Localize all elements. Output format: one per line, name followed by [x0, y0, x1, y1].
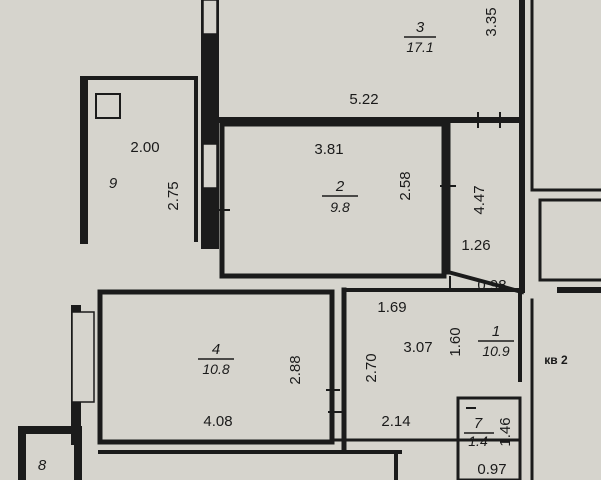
room-7-dim-width: 0.97: [477, 461, 506, 478]
room-2-number: 2: [335, 178, 345, 195]
room-9-number: 9: [109, 175, 118, 192]
room-2-walls: [219, 121, 447, 279]
window-top-left: [202, 0, 218, 35]
dimension-ticks: [214, 112, 501, 413]
corridor-dim-width: 1.26: [461, 237, 490, 254]
room-1-area: 10.9: [482, 343, 509, 359]
room-1-dim-top: 1.69: [377, 299, 406, 316]
room-7-area: 1.4: [468, 433, 488, 449]
room-9-square: [95, 93, 121, 119]
room-3-dim-width: 5.22: [349, 91, 378, 108]
room-3-area: 17.1: [406, 39, 433, 55]
window-room9-right: [202, 143, 218, 189]
room-7-walls: [456, 396, 522, 480]
room-9-dim-width: 2.00: [130, 139, 159, 156]
corridor-dim-height: 4.47: [471, 185, 488, 214]
room-4-dim-width: 4.08: [203, 413, 232, 430]
room-7-number: 7: [474, 415, 483, 432]
corridor-dim-bottom: 0.98: [477, 277, 506, 294]
room-4-number: 4: [212, 341, 220, 358]
room-3-number: 3: [416, 19, 425, 36]
room-9-dim-height: 2.75: [165, 181, 182, 210]
room-4-walls: [97, 289, 335, 445]
room-3-dim-height: 3.35: [483, 7, 500, 36]
room-2-area: 9.8: [330, 199, 350, 215]
room-1-dim-bottom: 2.14: [381, 413, 410, 430]
room-1-dim-left: 2.70: [363, 353, 380, 382]
room-4-area: 10.8: [202, 361, 229, 377]
room-7-dim-height: 1.46: [497, 417, 514, 446]
room-4-dim-height: 2.88: [287, 355, 304, 384]
room-1-dim-right: 1.60: [447, 327, 464, 356]
room-8-number: 8: [38, 457, 47, 474]
room-2-dim-height: 2.58: [397, 171, 414, 200]
room-8-walls: [18, 426, 82, 480]
room-2-dim-width: 3.81: [314, 141, 343, 158]
window-room4: [71, 311, 95, 403]
room-1-number: 1: [492, 323, 500, 340]
room-1-walls: [342, 288, 522, 382]
apartment-label: кв 2: [544, 353, 568, 367]
walls: [18, 0, 601, 480]
room-1-dim-middle: 3.07: [403, 339, 432, 356]
